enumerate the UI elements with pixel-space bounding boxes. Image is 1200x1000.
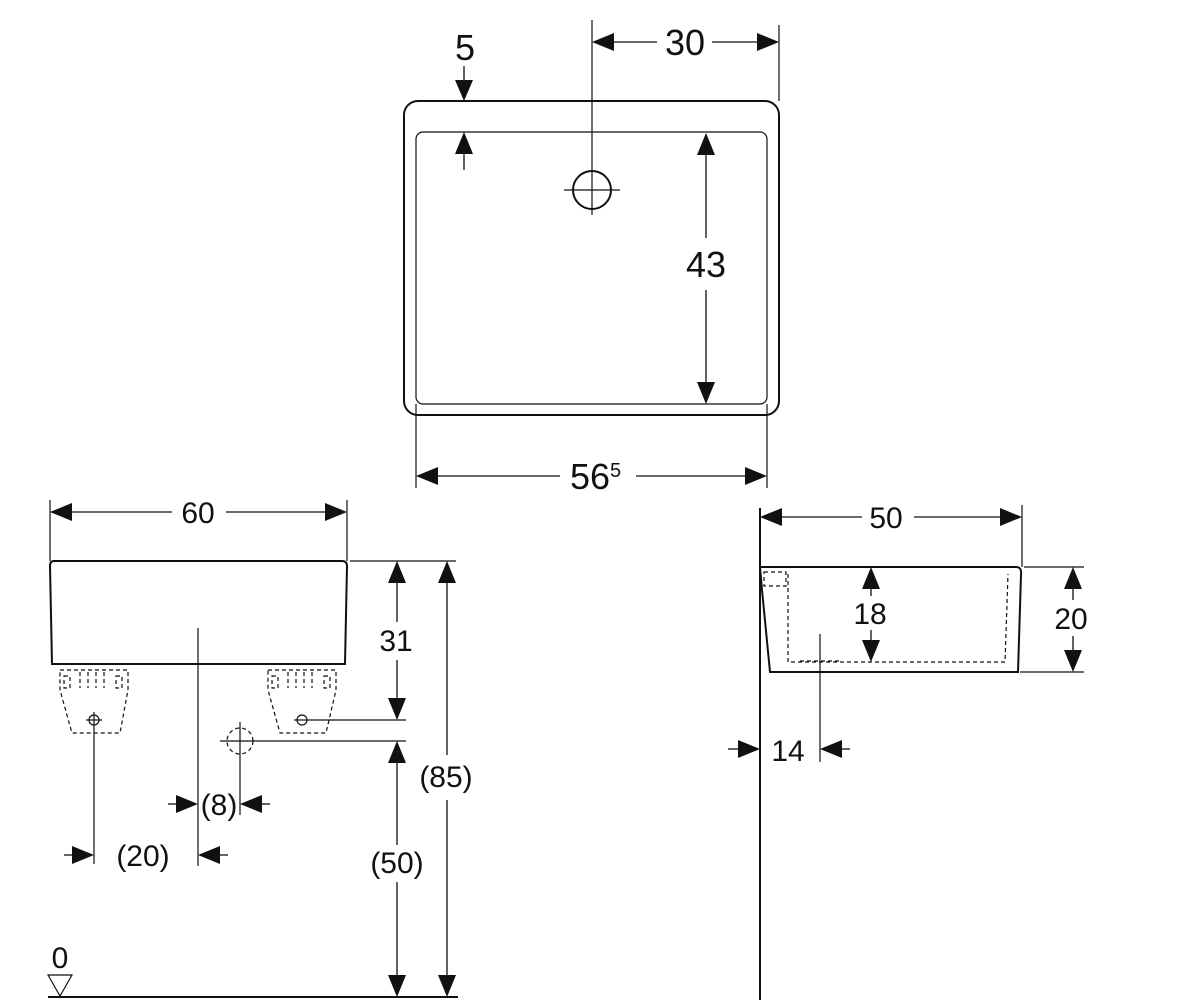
label-floor-level: 0 bbox=[52, 942, 69, 975]
dimension-basin-height: 31 bbox=[350, 560, 456, 720]
dimension-waste-height: (50) bbox=[370, 741, 424, 997]
label-bracket-offset: (20) bbox=[116, 840, 169, 873]
dimension-bracket-offset: (20) bbox=[64, 840, 228, 873]
wall-bracket-right bbox=[267, 669, 406, 734]
label-waste-offset: (8) bbox=[201, 789, 238, 822]
label-wall-thickness: 5 bbox=[455, 27, 475, 68]
label-total-height: (85) bbox=[419, 761, 472, 794]
label-basin-height: 31 bbox=[379, 625, 412, 658]
label-outer-height: 20 bbox=[1054, 603, 1087, 636]
dimension-waste-offset: (8) bbox=[168, 789, 270, 822]
label-drain-offset: 30 bbox=[665, 22, 705, 63]
label-inner-height: 18 bbox=[853, 598, 886, 631]
dimension-total-height: (85) bbox=[419, 561, 473, 997]
dimension-inner-depth: 43 bbox=[686, 133, 726, 404]
label-waste-height: (50) bbox=[370, 847, 423, 880]
dimension-inner-height: 18 bbox=[853, 567, 887, 662]
waste-connection-symbol bbox=[220, 722, 406, 815]
basin-side-outline bbox=[758, 566, 1023, 673]
dimension-waste-distance: 14 bbox=[728, 735, 850, 768]
dimension-outer-height: 20 bbox=[1020, 566, 1088, 673]
label-side-depth: 50 bbox=[869, 502, 902, 535]
label-width: 60 bbox=[181, 497, 214, 530]
drain-symbol bbox=[564, 20, 620, 215]
dimension-inner-width: 565 bbox=[415, 404, 768, 497]
label-inner-depth: 43 bbox=[686, 244, 726, 285]
top-view: 30 5 43 565 bbox=[403, 20, 780, 497]
dimension-width: 60 bbox=[49, 497, 348, 561]
front-view: 60 bbox=[46, 497, 473, 998]
dimension-drain-offset: 30 bbox=[592, 22, 780, 101]
basin-front-outline bbox=[48, 560, 349, 665]
side-view: 50 18 20 14 bbox=[728, 502, 1088, 1000]
overflow-dashed bbox=[763, 571, 787, 587]
wall-bracket-left bbox=[59, 669, 129, 864]
label-waste-distance: 14 bbox=[771, 735, 804, 768]
basin-inner-dashed bbox=[787, 573, 1009, 663]
dimension-side-depth: 50 bbox=[760, 502, 1023, 567]
dimension-wall-thickness: 5 bbox=[455, 27, 475, 170]
label-inner-width: 565 bbox=[570, 456, 621, 497]
floor-level: 0 bbox=[46, 942, 458, 998]
